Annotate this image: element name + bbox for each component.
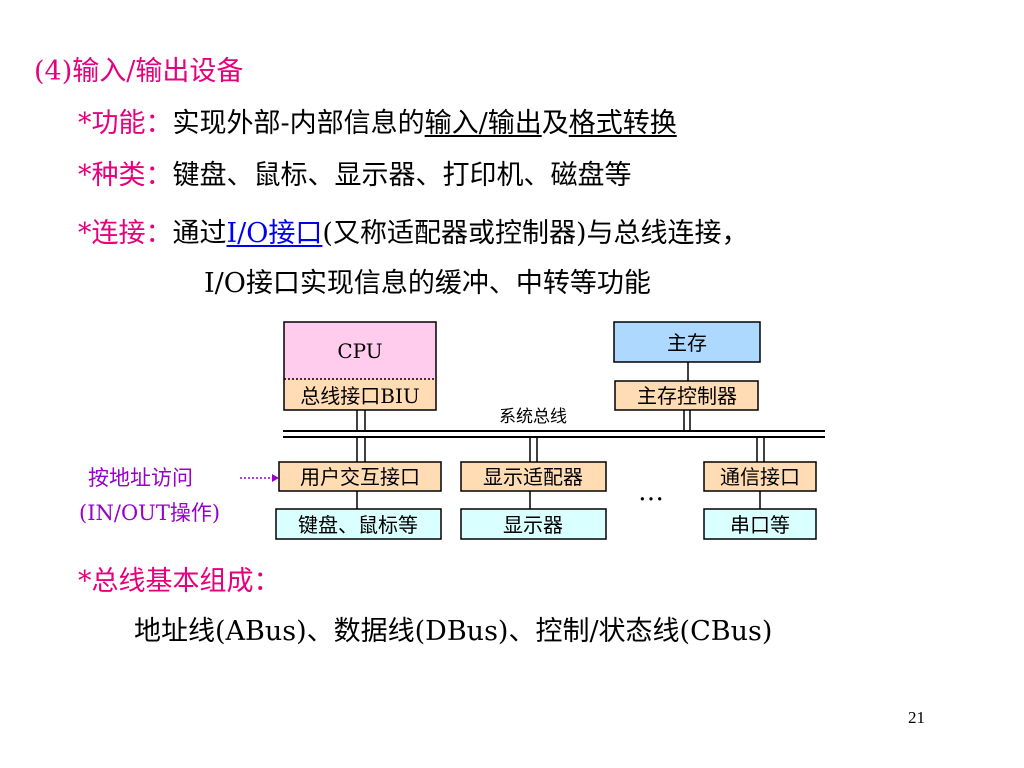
- system-bus-label: 系统总线: [499, 407, 567, 427]
- user-interface-label: 用户交互接口: [300, 465, 420, 489]
- page-number: 21: [908, 708, 925, 727]
- function-text-mid: 及: [541, 108, 569, 139]
- section-heading: (4)输入/输出设备: [34, 56, 244, 87]
- biu-label: 总线接口BIU: [300, 384, 419, 408]
- function-text-pre: 实现外部-内部信息的: [172, 108, 425, 139]
- function-text-io: 输入/输出: [424, 108, 542, 139]
- display-adapter-label: 显示适配器: [483, 465, 583, 489]
- display-adapter-block: 显示适配器: [460, 461, 607, 492]
- function-text-format: 格式转换: [568, 108, 677, 139]
- memory-controller-label: 主存控制器: [637, 384, 737, 408]
- cpu-label: CPU: [337, 339, 382, 363]
- bus-components-bullet: *总线基本组成：: [78, 566, 281, 597]
- connect-text-pre: 通过: [172, 218, 227, 249]
- user-interface-block: 用户交互接口: [278, 461, 442, 492]
- connect-bullet: *连接：: [78, 218, 173, 249]
- keyboard-mouse-label: 键盘、鼠标等: [298, 513, 418, 537]
- connect-text-post: (又称适配器或控制器)与总线连接，: [322, 218, 749, 249]
- io-interface-link[interactable]: I/O接口: [226, 218, 323, 249]
- display-label: 显示器: [503, 513, 563, 537]
- display-block: 显示器: [460, 508, 607, 540]
- connect-line: *连接：通过I/O接口(又称适配器或控制器)与总线连接，: [78, 218, 748, 250]
- connect-line-2: I/O接口实现信息的缓冲、中转等功能: [204, 268, 651, 299]
- main-memory-label: 主存: [667, 331, 707, 355]
- function-bullet: *功能：: [78, 108, 173, 139]
- types-line: *种类：键盘、鼠标、显示器、打印机、磁盘等: [78, 160, 632, 192]
- bus-connectors: [356, 362, 765, 509]
- access-label-line2: (IN/OUT操作): [79, 501, 220, 525]
- comm-interface-label: 通信接口: [720, 465, 800, 489]
- cpu-block: CPU 总线接口BIU: [283, 321, 437, 411]
- access-label-line1: 按地址访问: [88, 466, 193, 490]
- types-bullet: *种类：: [78, 160, 173, 191]
- more-devices-ellipsis: …: [638, 477, 664, 507]
- comm-interface-block: 通信接口: [703, 461, 817, 492]
- memory-controller-block: 主存控制器: [614, 380, 759, 411]
- types-text: 键盘、鼠标、显示器、打印机、磁盘等: [172, 160, 632, 191]
- serial-label: 串口等: [730, 513, 790, 537]
- keyboard-mouse-block: 键盘、鼠标等: [275, 508, 442, 540]
- access-arrow-icon: [272, 474, 279, 482]
- function-line: *功能：实现外部-内部信息的输入/输出及格式转换: [78, 108, 677, 140]
- bus-components-text: 地址线(ABus)、数据线(DBus)、控制/状态线(CBus): [134, 616, 773, 647]
- serial-block: 串口等: [703, 508, 817, 540]
- main-memory-block: 主存: [613, 321, 761, 363]
